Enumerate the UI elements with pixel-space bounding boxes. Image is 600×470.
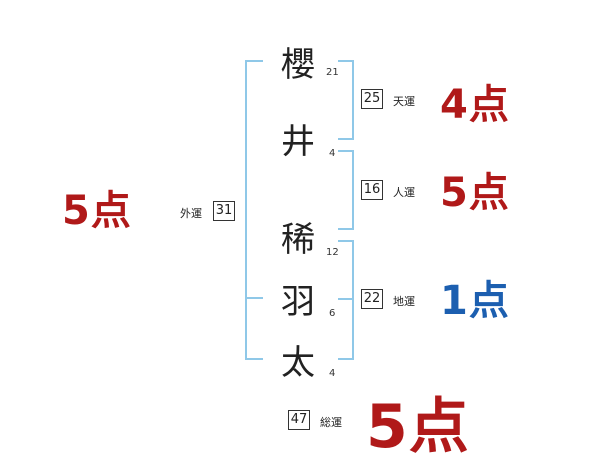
- name-char-4: 羽: [281, 282, 315, 322]
- gai-label: 外運: [180, 207, 202, 220]
- chi-bracket-mid: [338, 298, 354, 300]
- so-label: 総運: [320, 416, 342, 429]
- jin-bracket-top: [338, 150, 354, 152]
- name-char-3: 稀: [281, 220, 315, 260]
- gai-value-box: 31: [213, 201, 235, 221]
- name-char-1: 櫻: [281, 45, 315, 85]
- stroke-count-5: 4: [329, 368, 336, 379]
- ten-score: 4点: [440, 82, 510, 128]
- stroke-count-1: 21: [326, 67, 339, 78]
- jin-bracket-bottom: [338, 228, 354, 230]
- ten-bracket-bottom: [338, 138, 354, 140]
- stroke-count-4: 6: [329, 308, 336, 319]
- jin-score: 5点: [440, 170, 510, 216]
- outer-bracket-bottom: [245, 358, 263, 360]
- jin-label: 人運: [393, 186, 415, 199]
- outer-bracket-mid: [245, 297, 263, 299]
- chi-bracket-top: [338, 240, 354, 242]
- stroke-count-2: 4: [329, 148, 336, 159]
- ten-value-box: 25: [361, 89, 383, 109]
- chi-bracket-bottom: [338, 358, 354, 360]
- gai-score: 5点: [62, 188, 132, 234]
- ten-bracket-vertical: [352, 60, 354, 140]
- stroke-count-3: 12: [326, 247, 339, 258]
- name-char-2: 井: [281, 122, 315, 162]
- ten-label: 天運: [393, 95, 415, 108]
- jin-bracket-vertical: [352, 150, 354, 230]
- name-char-5: 太: [281, 343, 315, 383]
- chi-value-box: 22: [361, 289, 383, 309]
- chi-label: 地運: [393, 295, 415, 308]
- ten-bracket-top: [338, 60, 354, 62]
- chi-bracket-vertical: [352, 240, 354, 360]
- outer-bracket-top: [245, 60, 263, 62]
- so-value-box: 47: [288, 410, 310, 430]
- so-score: 5点: [366, 392, 470, 462]
- chi-score: 1点: [440, 278, 510, 324]
- jin-value-box: 16: [361, 180, 383, 200]
- outer-bracket-vertical: [245, 60, 247, 360]
